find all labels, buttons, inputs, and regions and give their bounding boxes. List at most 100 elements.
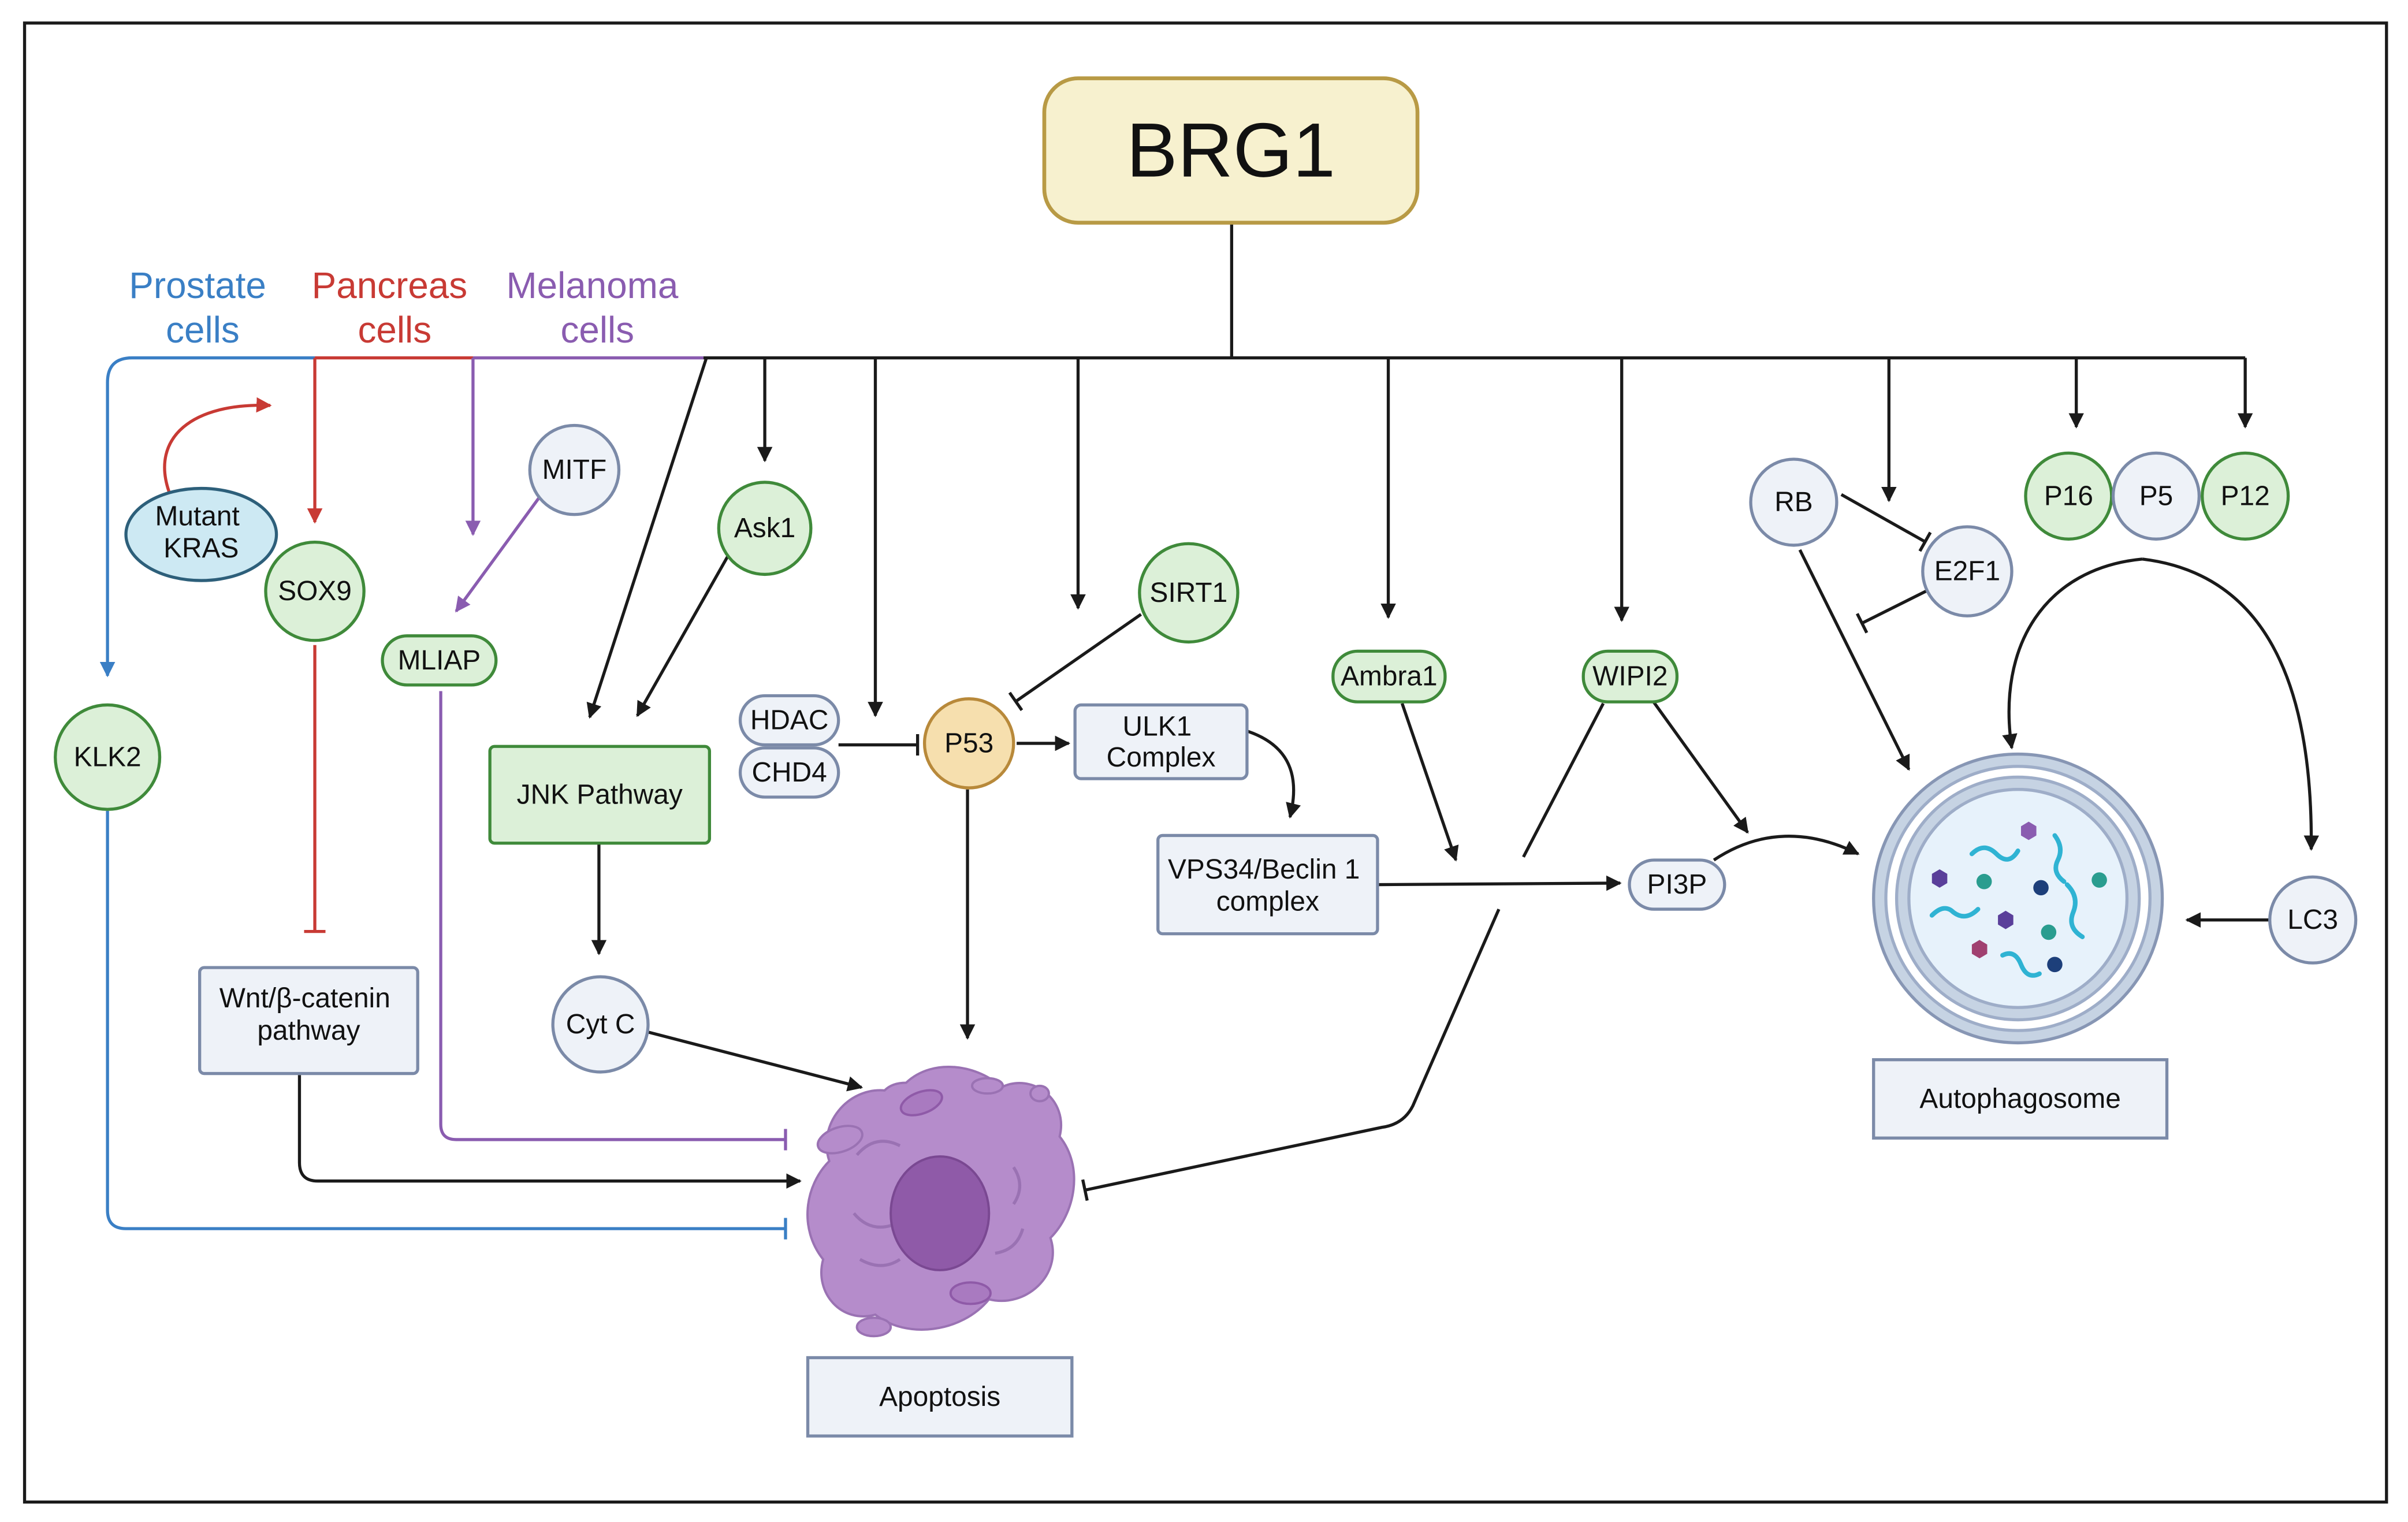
p16-label: P16 — [2044, 481, 2093, 511]
apoptotic-nucleus — [889, 1155, 991, 1271]
lc3-label: LC3 — [2287, 905, 2338, 935]
cargo-filament — [2000, 951, 2042, 978]
vps34-complex-node: VPS34/Beclin 1 complex — [1156, 833, 1379, 936]
rb-label: RB — [1774, 487, 1812, 518]
klk2-node: KLK2 — [54, 703, 162, 811]
mliap-pill — [381, 634, 498, 687]
vps34-complex-box — [1156, 833, 1379, 936]
brg1-title-node: BRG1 — [1042, 76, 1420, 225]
prostate-cells-label: Prostate cells — [129, 265, 276, 351]
sirt1-label: SIRT1 — [1150, 578, 1228, 608]
apoptosis-label-box: Apoptosis — [806, 1356, 1074, 1438]
p16-node: P16 — [2024, 451, 2113, 541]
apoptotic-cell-illustration — [806, 1066, 1075, 1338]
cytc-label: Cyt C — [566, 1009, 635, 1040]
ulk1-complex-label: ULK1 Complex — [1107, 712, 1216, 773]
cargo-particle — [2041, 924, 2057, 940]
cargo-particle — [1976, 873, 1992, 890]
lc3-circle — [2268, 875, 2358, 965]
p5-to-lc3-arrow — [2142, 557, 2320, 851]
sirt1-node: SIRT1 — [1138, 542, 1240, 644]
cargo-filament — [1929, 906, 1981, 919]
cell-type-labels: Prostate cells Pancreas cells Melanoma c… — [129, 265, 688, 351]
mutant-kras-node: Mutant KRAS — [124, 486, 278, 582]
sox9-circle — [264, 540, 366, 642]
autophagosome-label: Autophagosome — [1919, 1084, 2120, 1114]
mliap-inhibits-apoptosis — [439, 691, 787, 1151]
brg1-title-text: BRG1 — [1126, 108, 1335, 193]
mitf-label: MITF — [542, 455, 607, 485]
cargo-particle — [1971, 940, 1988, 959]
wnt-pathway-node: Wnt/β-catenin pathway — [198, 966, 419, 1076]
e2f1-node: E2F1 — [1921, 525, 2014, 617]
pi3p-pill — [1628, 858, 1726, 911]
melanoma-cells-label: Melanoma cells — [506, 265, 688, 351]
p5-node: P5 — [2111, 451, 2201, 541]
chd4-label: CHD4 — [751, 757, 827, 788]
ask1-circle — [717, 481, 813, 576]
autophagosome-box — [1872, 1058, 2169, 1140]
kras-curved-arrow — [163, 397, 272, 492]
sox9-label: SOX9 — [278, 576, 352, 606]
cargo-filament — [2052, 833, 2067, 884]
ulk1-complex-node: ULK1 Complex — [1073, 703, 1249, 780]
lc3-node: LC3 — [2268, 875, 2358, 965]
e2f1-circle — [1921, 525, 2014, 617]
wipi2-label: WIPI2 — [1592, 661, 1668, 692]
wipi2-to-autophagosome-arrow — [1651, 699, 1749, 834]
jnk-pathway-box — [488, 745, 712, 845]
mitochondrion-shape — [949, 1281, 992, 1305]
mutant-kras-label: Mutant KRAS — [155, 501, 248, 564]
cytc-circle — [551, 975, 650, 1074]
rb-node: RB — [1749, 457, 1838, 547]
autophagosome-label-box: Autophagosome — [1872, 1058, 2169, 1140]
apoptotic-body-blob — [816, 1125, 864, 1155]
mitf-to-mliap-arrow — [455, 490, 545, 613]
autophagosome-illustration — [1872, 752, 2164, 1045]
autophagosome-cargo — [1929, 833, 2085, 978]
endoplasmic-reticulum-marks — [853, 1140, 1025, 1267]
cargo-particle — [2020, 821, 2037, 840]
apoptosis-label: Apoptosis — [879, 1382, 1000, 1412]
e2f1-label: E2F1 — [1934, 556, 2000, 587]
apoptosis-box — [806, 1356, 1074, 1438]
p53-circle — [922, 697, 1015, 790]
wipi2-node: WIPI2 — [1581, 649, 1679, 704]
edges — [99, 222, 2320, 1240]
apoptotic-body-blob — [1029, 1084, 1050, 1103]
hdac-node: HDAC — [738, 694, 840, 747]
wnt-to-apoptosis-arrow — [297, 1075, 802, 1189]
ambra1-node: Ambra1 — [1331, 649, 1447, 704]
p12-label: P12 — [2221, 481, 2270, 511]
mliap-label: MLIAP — [398, 645, 481, 676]
pancreas-cells-label: Pancreas cells — [312, 265, 478, 351]
jnk-pathway-label: JNK Pathway — [517, 779, 683, 810]
hdac-label: HDAC — [750, 705, 829, 736]
p5-to-autophagosome-arrow — [2002, 557, 2143, 750]
mliap-node: MLIAP — [381, 634, 498, 687]
e2f1-inhibit-rb — [1855, 585, 1936, 634]
klk2-circle — [54, 703, 162, 811]
cargo-particle — [1998, 910, 2014, 929]
wnt-pathway-label: Wnt/β-catenin pathway — [219, 983, 398, 1046]
pi3p-node: PI3P — [1628, 858, 1726, 911]
cytc-to-apoptosis-arrow — [647, 1030, 864, 1092]
brg1-title-box — [1042, 76, 1420, 225]
sox9-node: SOX9 — [264, 540, 366, 642]
p53-label: P53 — [944, 728, 993, 758]
cargo-particle — [2047, 957, 2063, 973]
jnk-pathway-node: JNK Pathway — [488, 745, 712, 845]
rb-to-autophagosome-arrow — [1798, 549, 1911, 771]
ambra1-to-convergence-arrow — [1400, 702, 1459, 862]
wnt-pathway-box — [198, 966, 419, 1076]
mitf-circle — [528, 423, 621, 516]
cargo-particle — [2091, 872, 2107, 888]
cargo-filament — [1969, 845, 2020, 862]
rb-inhibit-e2f1 — [1840, 493, 1932, 552]
wipi2-left-branch — [1522, 702, 1605, 858]
p5-circle — [2111, 451, 2201, 541]
vps34-to-pi3p-arrow — [1377, 875, 1622, 891]
hdac-pill — [738, 694, 840, 747]
brg1-to-jnk-arrow — [586, 357, 708, 719]
